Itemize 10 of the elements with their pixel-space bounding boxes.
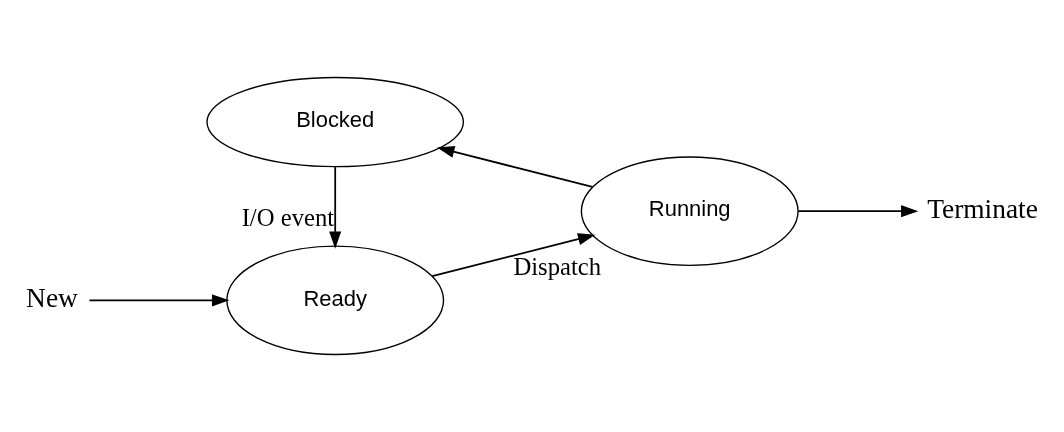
node-text: Terminate: [927, 194, 1038, 225]
arrow: [88, 294, 230, 307]
edge-label: I/O event: [241, 204, 335, 232]
node-ellipse: Ready: [226, 245, 445, 356]
node-ellipse: Blocked: [206, 76, 465, 168]
arrow: [329, 166, 342, 249]
arrow: [431, 233, 596, 277]
arrow: [437, 145, 594, 188]
node-text: New: [26, 283, 78, 314]
arrow: [797, 205, 919, 218]
